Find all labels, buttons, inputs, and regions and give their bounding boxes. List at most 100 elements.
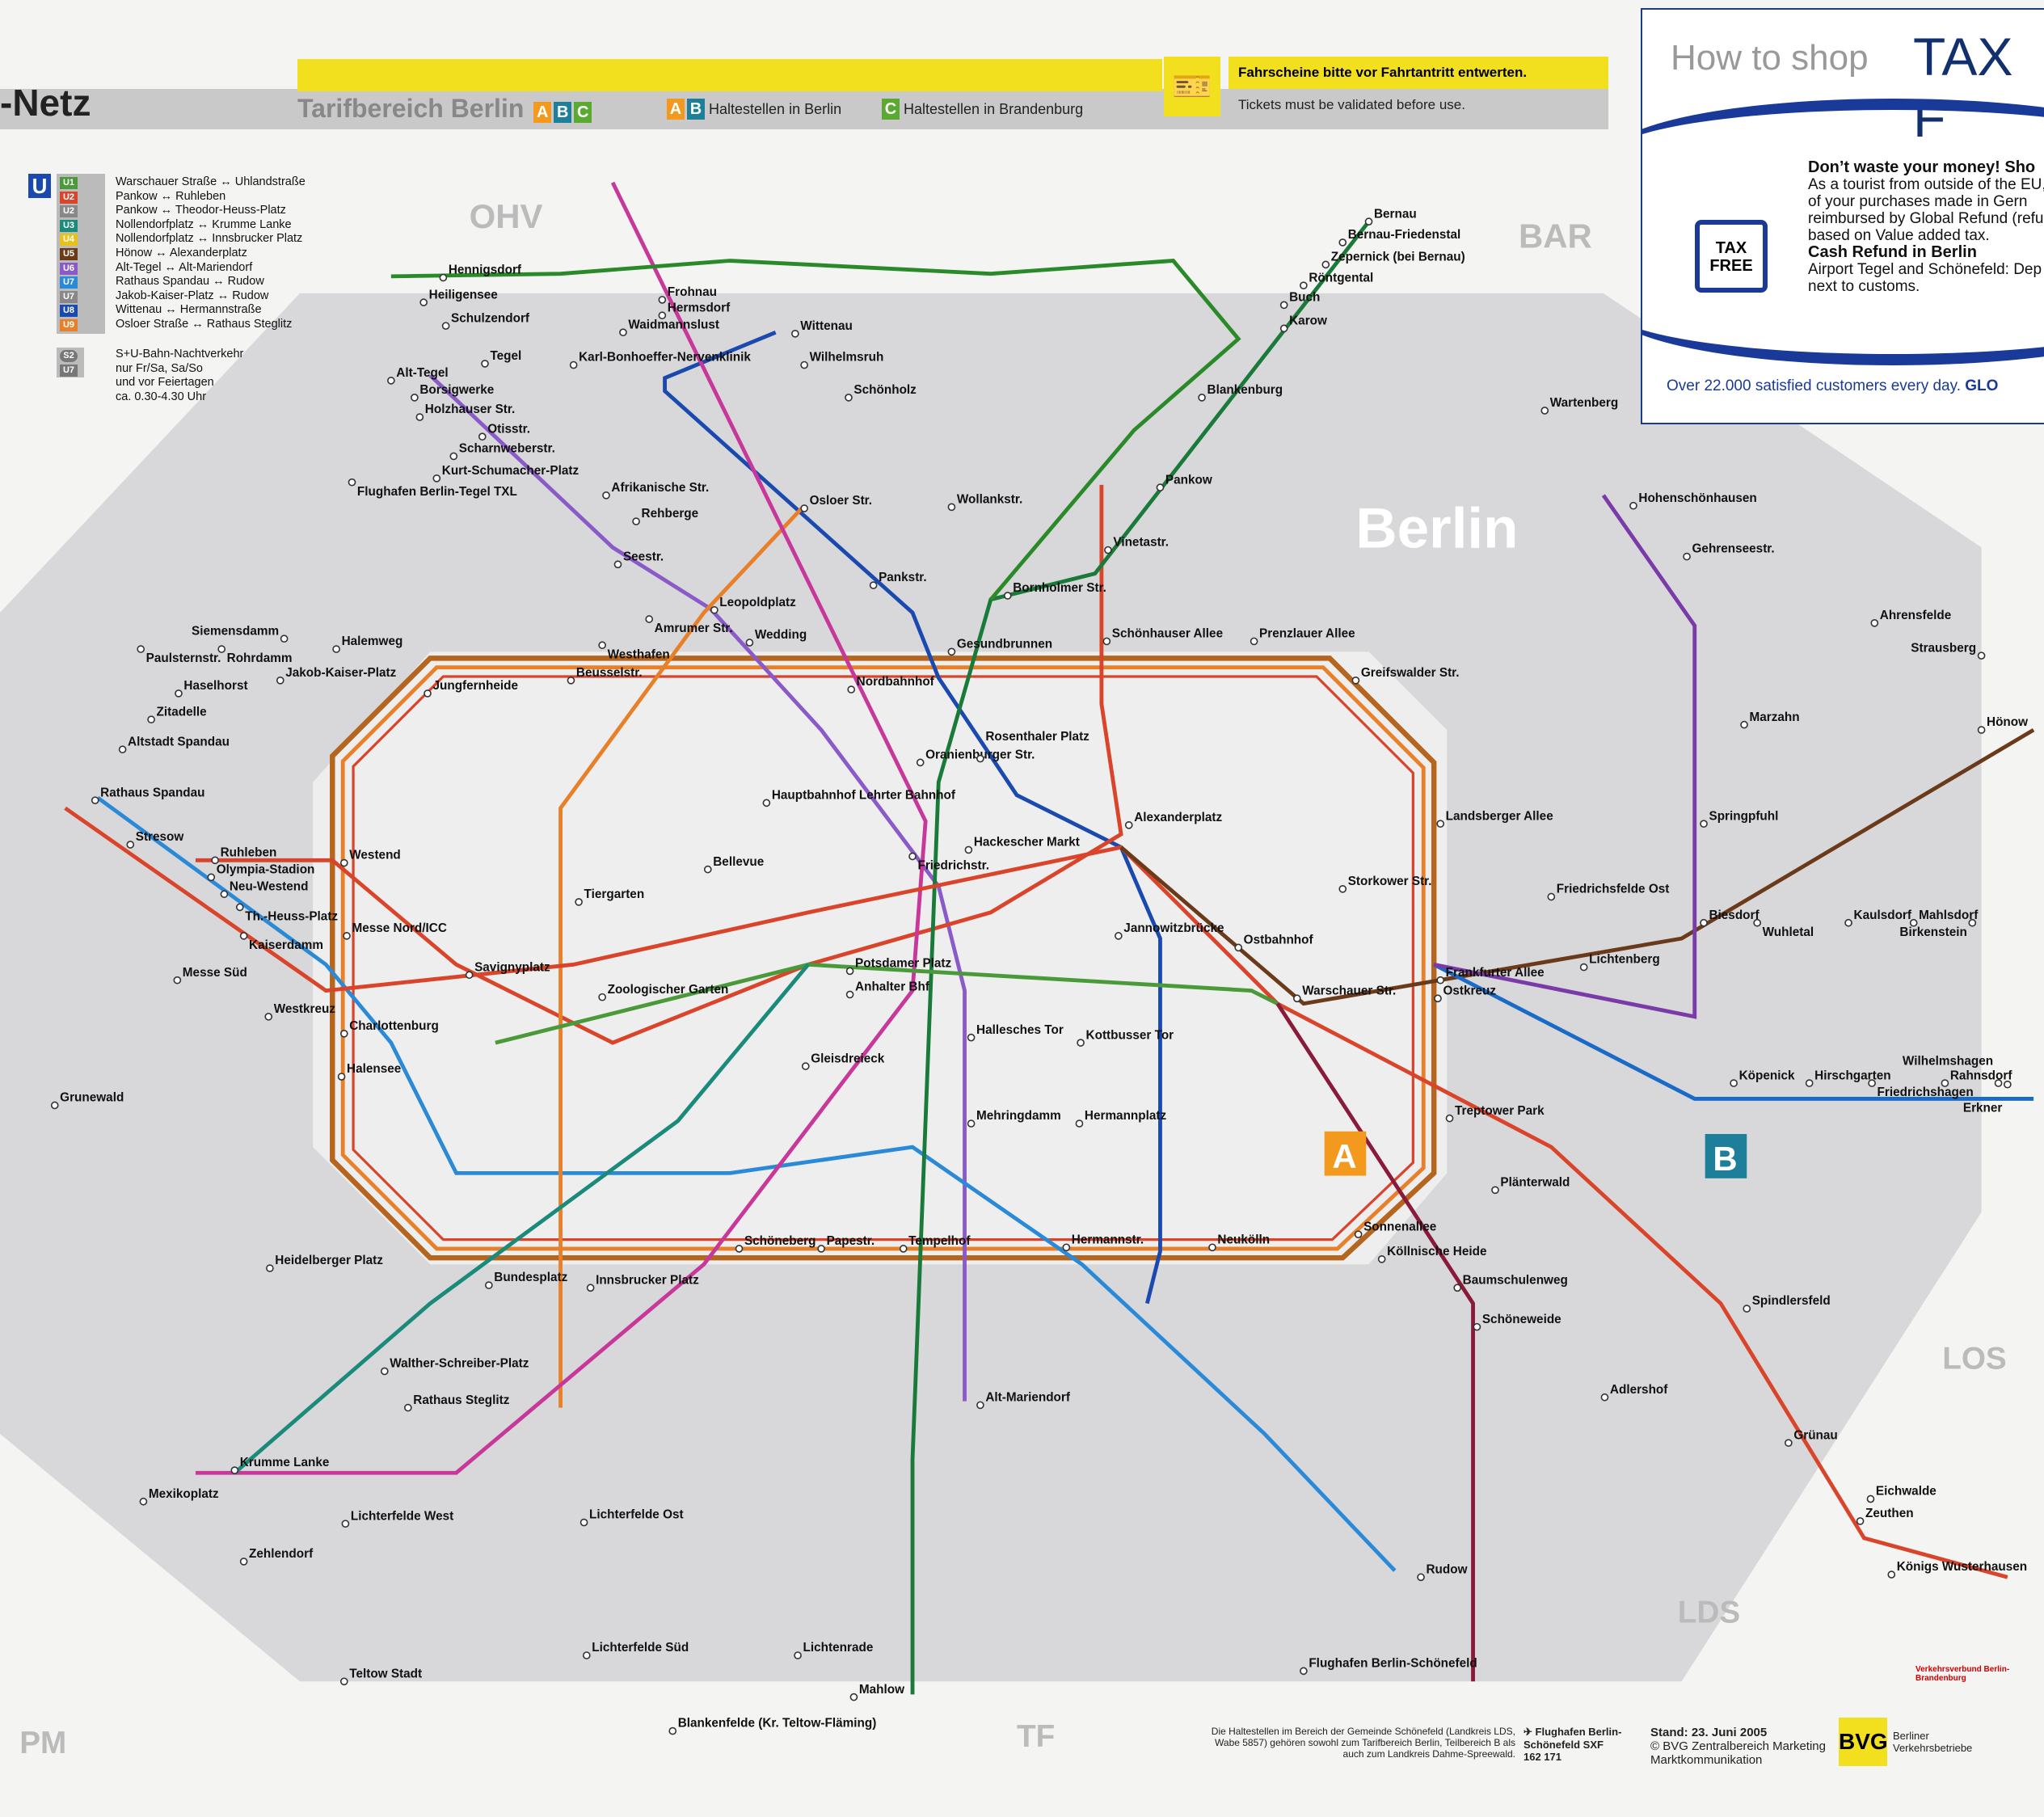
station[interactable]: Mahlsdorf: [1909, 908, 1979, 927]
station[interactable]: Rosenthaler Platz: [976, 730, 1089, 763]
station[interactable]: Hauptbahnhof Lehrter Bahnhof: [762, 789, 956, 807]
station[interactable]: Lichtenberg: [1579, 953, 1660, 972]
station[interactable]: Köllnische Heide: [1377, 1245, 1487, 1263]
station[interactable]: Buch: [1279, 291, 1321, 310]
station[interactable]: Königs Wusterhausen: [1887, 1560, 2027, 1579]
station[interactable]: Westhafen: [598, 641, 670, 661]
station[interactable]: Kaiserdamm: [239, 932, 323, 952]
station[interactable]: Rathaus Spandau: [91, 786, 205, 804]
station[interactable]: Flughafen Berlin-Schönefeld: [1300, 1657, 1477, 1676]
station[interactable]: Heiligensee: [419, 288, 498, 306]
station[interactable]: Plänterwald: [1491, 1175, 1570, 1195]
station[interactable]: Krumme Lanke: [230, 1456, 329, 1474]
station[interactable]: Jungfernheide: [424, 679, 518, 698]
station[interactable]: Grunewald: [50, 1091, 124, 1110]
station[interactable]: Biesdorf: [1700, 908, 1760, 927]
station[interactable]: Halensee: [337, 1062, 402, 1081]
station[interactable]: Alexanderplatz: [1124, 811, 1223, 829]
station[interactable]: Tempelhof: [899, 1234, 971, 1253]
station[interactable]: Storkower Str.: [1338, 875, 1432, 893]
station[interactable]: Scharnweberstr.: [449, 442, 555, 461]
station[interactable]: Mexikoplatz: [139, 1487, 219, 1506]
station[interactable]: Treptower Park: [1445, 1104, 1545, 1123]
station[interactable]: Karl-Bonhoeffer-Nervenklinik: [569, 351, 752, 369]
station[interactable]: Hermannplatz: [1075, 1109, 1167, 1128]
station[interactable]: Zehlendorf: [239, 1547, 314, 1566]
station[interactable]: Sonnenallee: [1354, 1220, 1437, 1238]
station[interactable]: Teltow Stadt: [339, 1667, 422, 1686]
station[interactable]: Wilhelmsruh: [800, 351, 883, 369]
station[interactable]: Erkner: [1963, 1080, 2012, 1115]
station[interactable]: Leopoldplatz: [710, 596, 796, 614]
station[interactable]: Mehringdamm: [967, 1109, 1061, 1128]
station[interactable]: Jakob-Kaiser-Platz: [276, 666, 397, 685]
station[interactable]: Lichtenrade: [794, 1641, 873, 1659]
station[interactable]: Wilhelmshagen: [1903, 1055, 2003, 1087]
station[interactable]: Mahlow: [849, 1683, 904, 1701]
station[interactable]: Stresow: [126, 830, 183, 849]
station[interactable]: Spindlersfeld: [1743, 1294, 1831, 1313]
station[interactable]: Beusselstr.: [567, 666, 643, 685]
station[interactable]: Nordbahnhof: [847, 675, 935, 693]
station[interactable]: Hallesches Tor: [967, 1023, 1064, 1042]
station[interactable]: Otisstr.: [478, 422, 530, 441]
station[interactable]: Kurt-Schumacher-Platz: [432, 464, 579, 483]
station[interactable]: Rahnsdorf: [1941, 1069, 2012, 1087]
station[interactable]: Siemensdamm: [192, 624, 289, 643]
station[interactable]: Westend: [339, 849, 401, 867]
station[interactable]: Prenzlauer Allee: [1250, 627, 1355, 646]
station[interactable]: Blankenburg: [1198, 383, 1283, 402]
station[interactable]: Hohenschönhausen: [1629, 491, 1757, 510]
station[interactable]: Bornholmer Str.: [1003, 581, 1106, 600]
station[interactable]: Seestr.: [613, 550, 664, 569]
station[interactable]: Schöneweide: [1473, 1313, 1561, 1331]
station[interactable]: Messe Nord/ICC: [343, 921, 447, 940]
station[interactable]: Rehberge: [632, 507, 698, 525]
station[interactable]: Wittenau: [791, 319, 853, 338]
station[interactable]: Flughafen Berlin-Tegel TXL: [348, 478, 517, 499]
station[interactable]: Greifswalder Str.: [1351, 666, 1460, 685]
station[interactable]: Innsbrucker Platz: [586, 1273, 699, 1292]
station[interactable]: Waidmannslust: [619, 318, 719, 337]
station[interactable]: Ahrensfelde: [1870, 609, 1951, 627]
station[interactable]: Köpenick: [1730, 1069, 1795, 1087]
station[interactable]: Schönholz: [845, 383, 917, 402]
station[interactable]: Adlershof: [1600, 1383, 1668, 1402]
station[interactable]: Birkenstein: [1899, 918, 1977, 939]
station[interactable]: Zepernick (bei Bernau): [1321, 251, 1465, 269]
station[interactable]: Ostkreuz: [1434, 984, 1496, 1003]
station[interactable]: Warschauer Str.: [1292, 984, 1397, 1003]
station[interactable]: Gehrenseestr.: [1683, 542, 1775, 561]
station[interactable]: Amrumer Str.: [645, 615, 733, 635]
station[interactable]: Landsberger Allee: [1436, 809, 1553, 828]
station[interactable]: Friedrichshagen: [1868, 1079, 1974, 1099]
station[interactable]: Osloer Str.: [800, 494, 872, 512]
station[interactable]: Hermannstr.: [1062, 1233, 1144, 1252]
station[interactable]: Afrikanische Str.: [602, 481, 709, 500]
station[interactable]: Schönhauser Allee: [1102, 627, 1223, 646]
station[interactable]: Hermsdorf: [658, 301, 731, 320]
station[interactable]: Jannowitzbrücke: [1115, 921, 1224, 940]
station[interactable]: Wollankstr.: [947, 492, 1022, 512]
station[interactable]: Blankenfelde (Kr. Teltow-Fläming): [668, 1717, 876, 1735]
station[interactable]: Schulzendorf: [441, 311, 530, 330]
station[interactable]: Bellevue: [703, 855, 764, 874]
station[interactable]: Friedrichsfelde Ost: [1547, 883, 1669, 901]
station[interactable]: Zeuthen: [1856, 1507, 1914, 1525]
station[interactable]: Lichterfelde Süd: [582, 1641, 689, 1659]
station[interactable]: Wedding: [745, 628, 807, 647]
station[interactable]: Neu-Westend: [220, 879, 308, 899]
station[interactable]: Savignyplatz: [465, 960, 550, 980]
station[interactable]: Tiergarten: [575, 887, 644, 906]
station[interactable]: Alt-Mariendorf: [976, 1391, 1071, 1410]
station[interactable]: Wartenberg: [1540, 396, 1618, 415]
station[interactable]: Westkreuz: [264, 1002, 335, 1021]
station[interactable]: Holzhauser Str.: [415, 403, 515, 421]
station[interactable]: Neukölln: [1208, 1233, 1270, 1252]
station[interactable]: Pankstr.: [869, 571, 927, 589]
station[interactable]: Rudow: [1417, 1562, 1468, 1582]
station[interactable]: Lichterfelde Ost: [579, 1508, 684, 1527]
station[interactable]: Röntgental: [1300, 271, 1373, 290]
station[interactable]: Alt-Tegel: [387, 366, 449, 385]
station[interactable]: Zitadelle: [147, 705, 207, 724]
